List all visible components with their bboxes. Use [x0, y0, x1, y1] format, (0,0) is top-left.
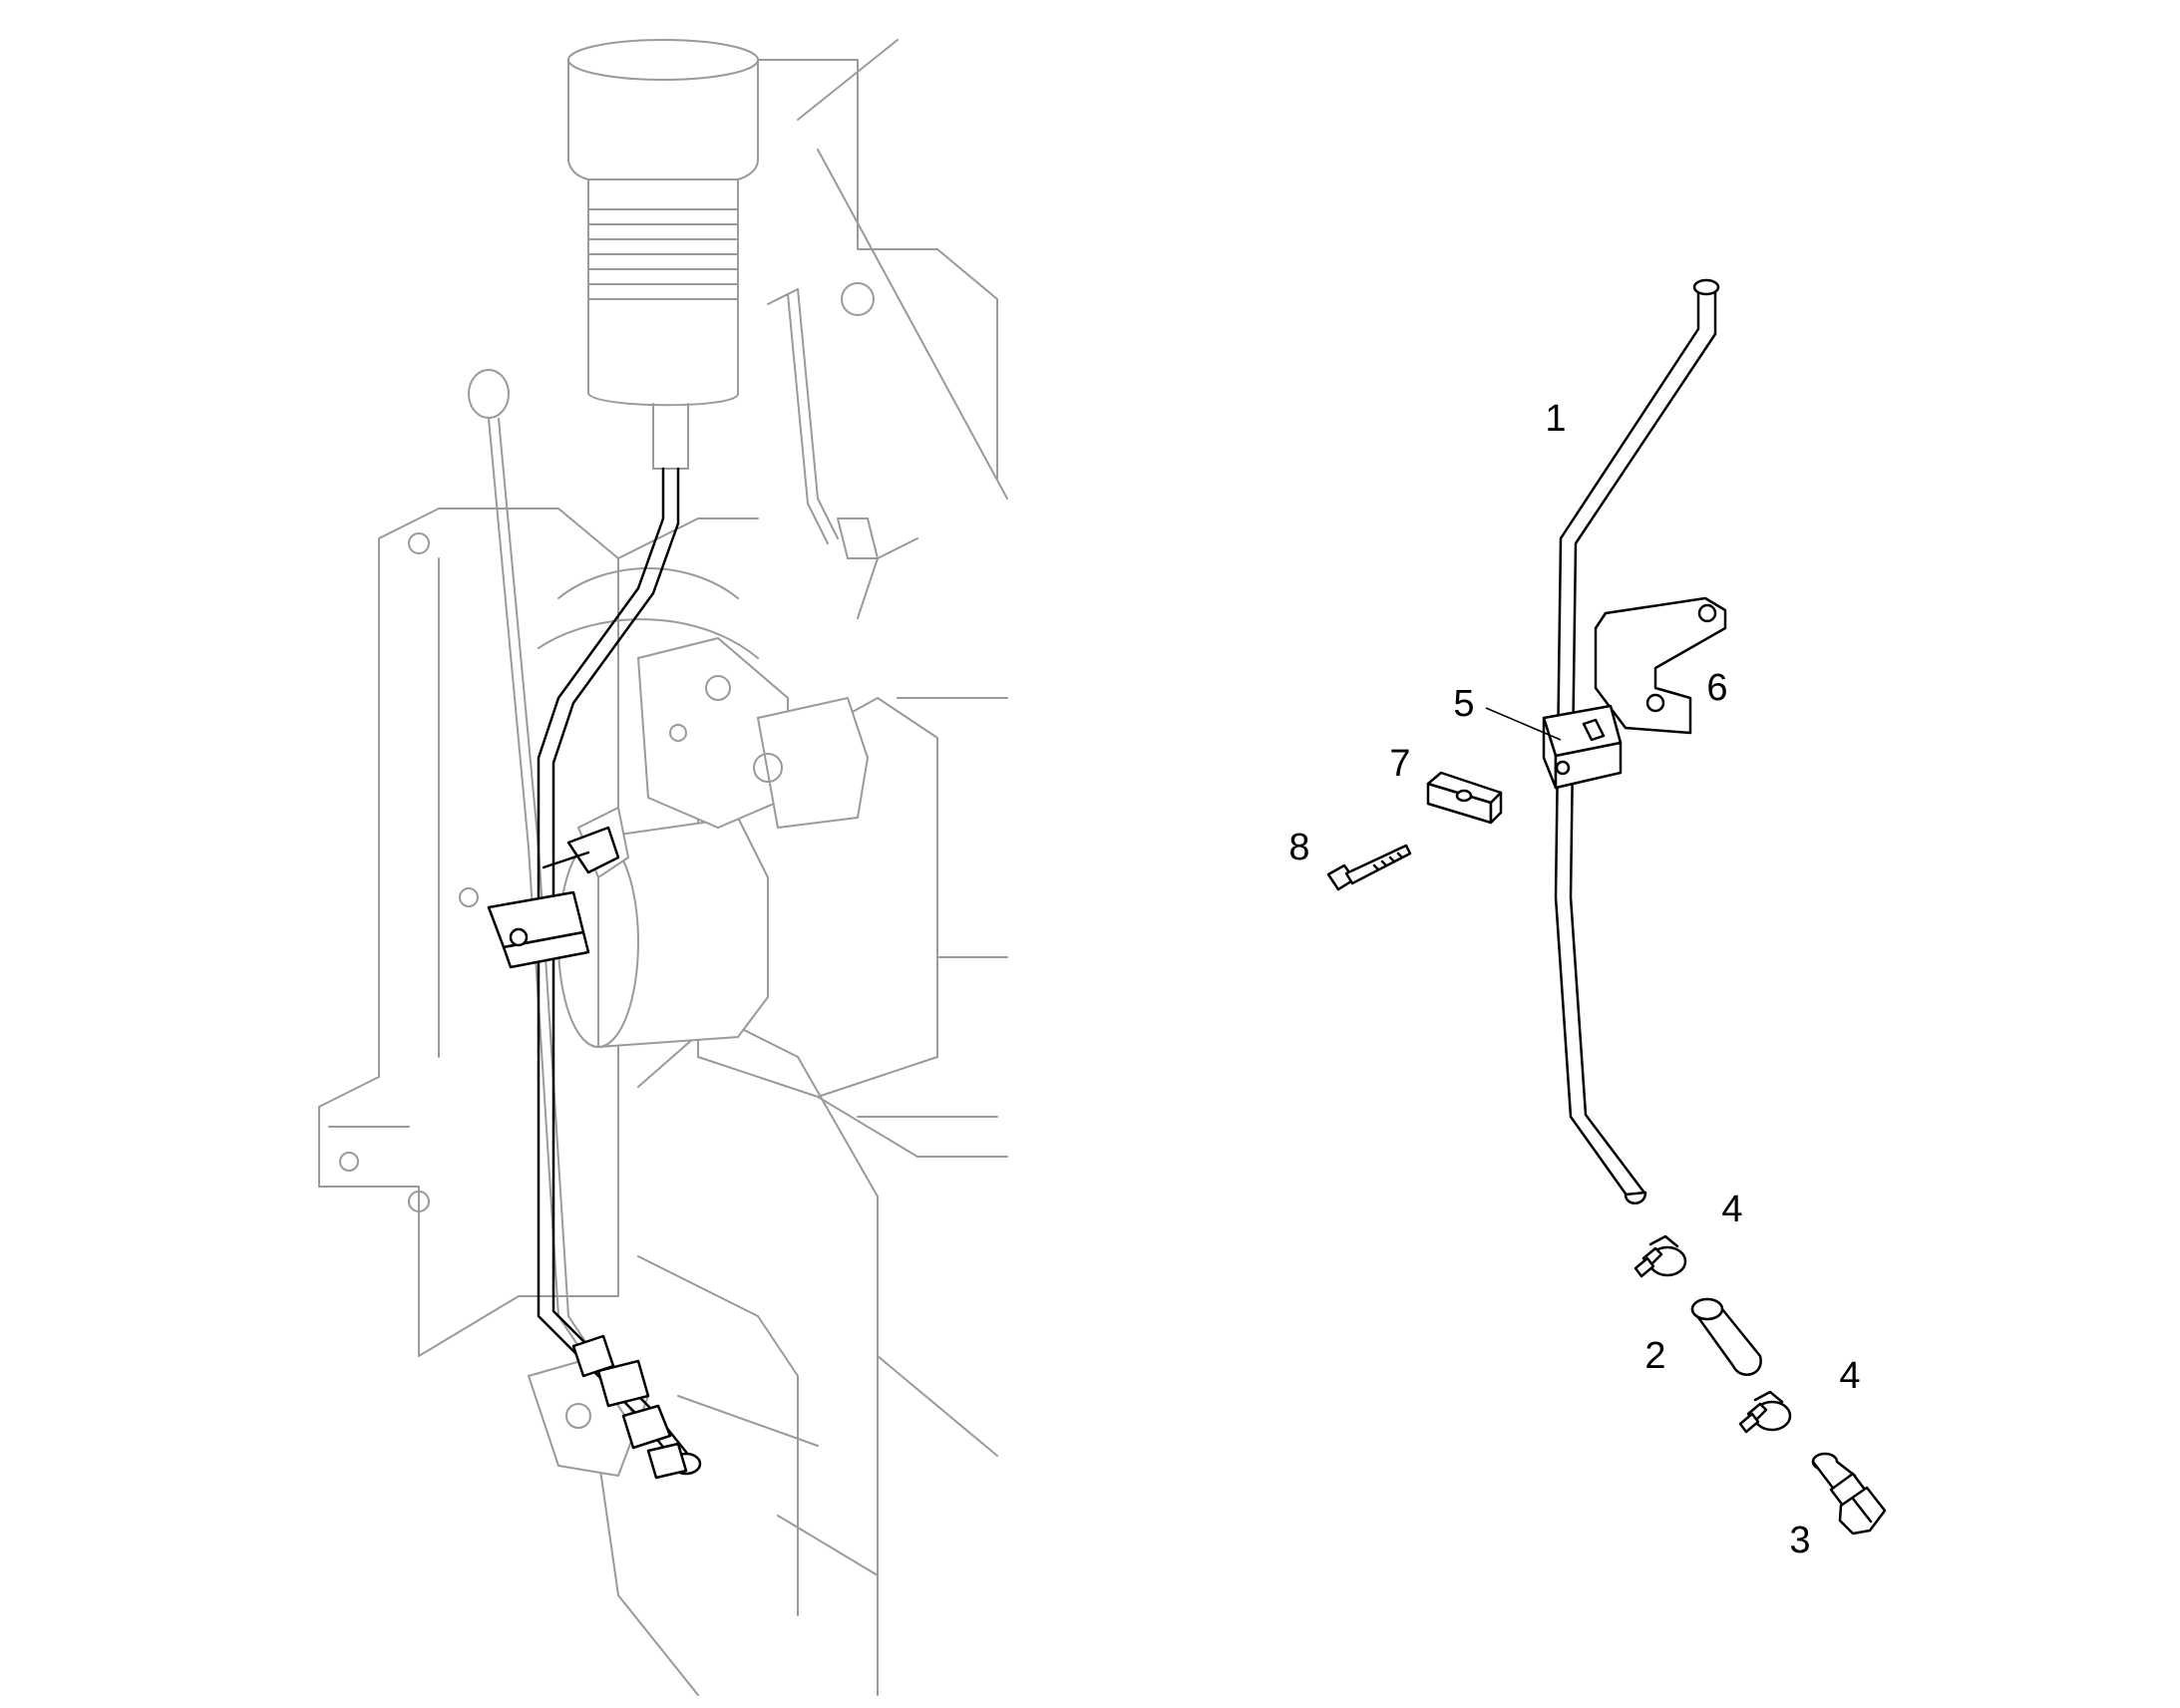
callout-8: 8 — [1288, 827, 1309, 868]
part-4-hose-clamp-lower — [1738, 1390, 1792, 1434]
callout-7: 7 — [1389, 743, 1410, 785]
sender-line — [767, 282, 879, 559]
part-7-spacer-plate — [1426, 771, 1503, 825]
part-8-bolt — [1326, 844, 1412, 891]
installed-clamp — [487, 826, 620, 969]
part-5-clamp-block — [1542, 704, 1623, 790]
callout-2: 2 — [1644, 1335, 1665, 1377]
callout-1: 1 — [1545, 398, 1566, 440]
starter-motor — [557, 816, 769, 1049]
part-2-hose — [1690, 1297, 1762, 1376]
leader-line-5 — [1485, 707, 1562, 741]
callout-6: 6 — [1706, 667, 1727, 709]
engine-assembly-view — [318, 39, 1008, 1696]
callout-3: 3 — [1789, 1520, 1810, 1561]
installed-fitting — [571, 1334, 688, 1480]
exploded-parts-view — [1326, 278, 1887, 1536]
filter-canister — [567, 39, 759, 470]
callout-5: 5 — [1453, 683, 1474, 725]
pump-housing — [538, 567, 870, 830]
callout-labels: 1 2 3 4 4 5 6 7 8 — [1288, 398, 1860, 1561]
part-6-bracket — [1594, 596, 1727, 735]
callout-4-upper: 4 — [1721, 1189, 1742, 1230]
callout-4-lower: 4 — [1839, 1355, 1860, 1397]
part-4-hose-clamp-upper — [1634, 1234, 1687, 1278]
part-3-fitting — [1811, 1452, 1887, 1536]
